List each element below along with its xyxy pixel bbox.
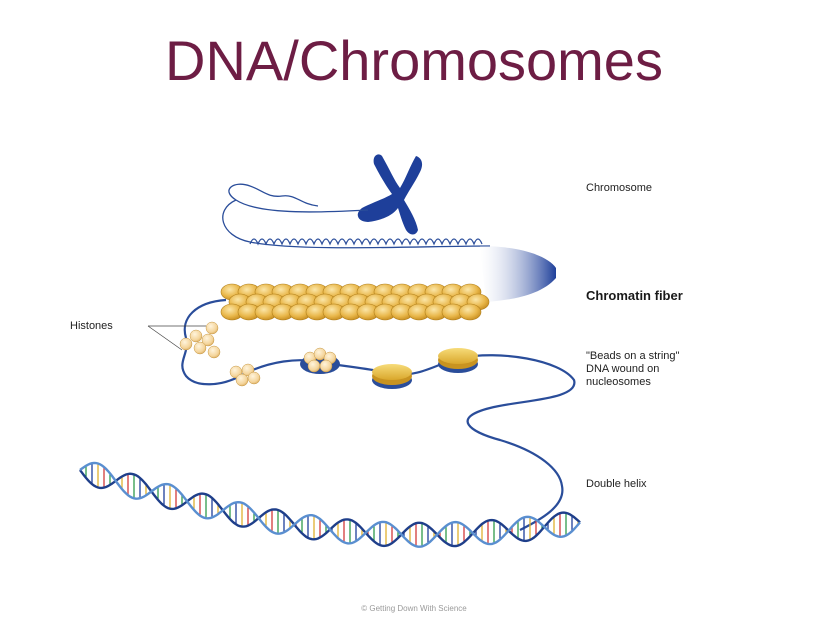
beads-strand [181, 298, 576, 531]
histones-callout [147, 321, 261, 387]
copyright-footer: © Getting Down With Science [361, 604, 467, 613]
zoom-funnel [480, 246, 556, 302]
slide-title: DNA/Chromosomes [165, 29, 663, 92]
label-chromosome: Chromosome [586, 182, 653, 194]
nucleosome-disc-2 [438, 348, 478, 373]
label-beads-line1: "Beads on a string" [586, 350, 680, 362]
label-beads-line3: nucleosomes [586, 376, 651, 388]
helix-backbone [79, 461, 581, 548]
double-helix [79, 461, 581, 548]
nucleosome-cluster [300, 347, 340, 374]
label-beads-line2: DNA wound on [586, 363, 660, 375]
coiled-loops [249, 238, 483, 246]
label-chromatin-fiber: Chromatin fiber [586, 288, 683, 303]
chromatin-fiber [220, 283, 490, 321]
nucleosome-disc-1 [372, 364, 412, 389]
label-histones: Histones [70, 320, 113, 332]
chromosome-dna-strand [228, 183, 369, 213]
chromatin-bead [458, 303, 482, 321]
label-double-helix: Double helix [586, 478, 647, 490]
chromosome-shape [357, 154, 423, 235]
